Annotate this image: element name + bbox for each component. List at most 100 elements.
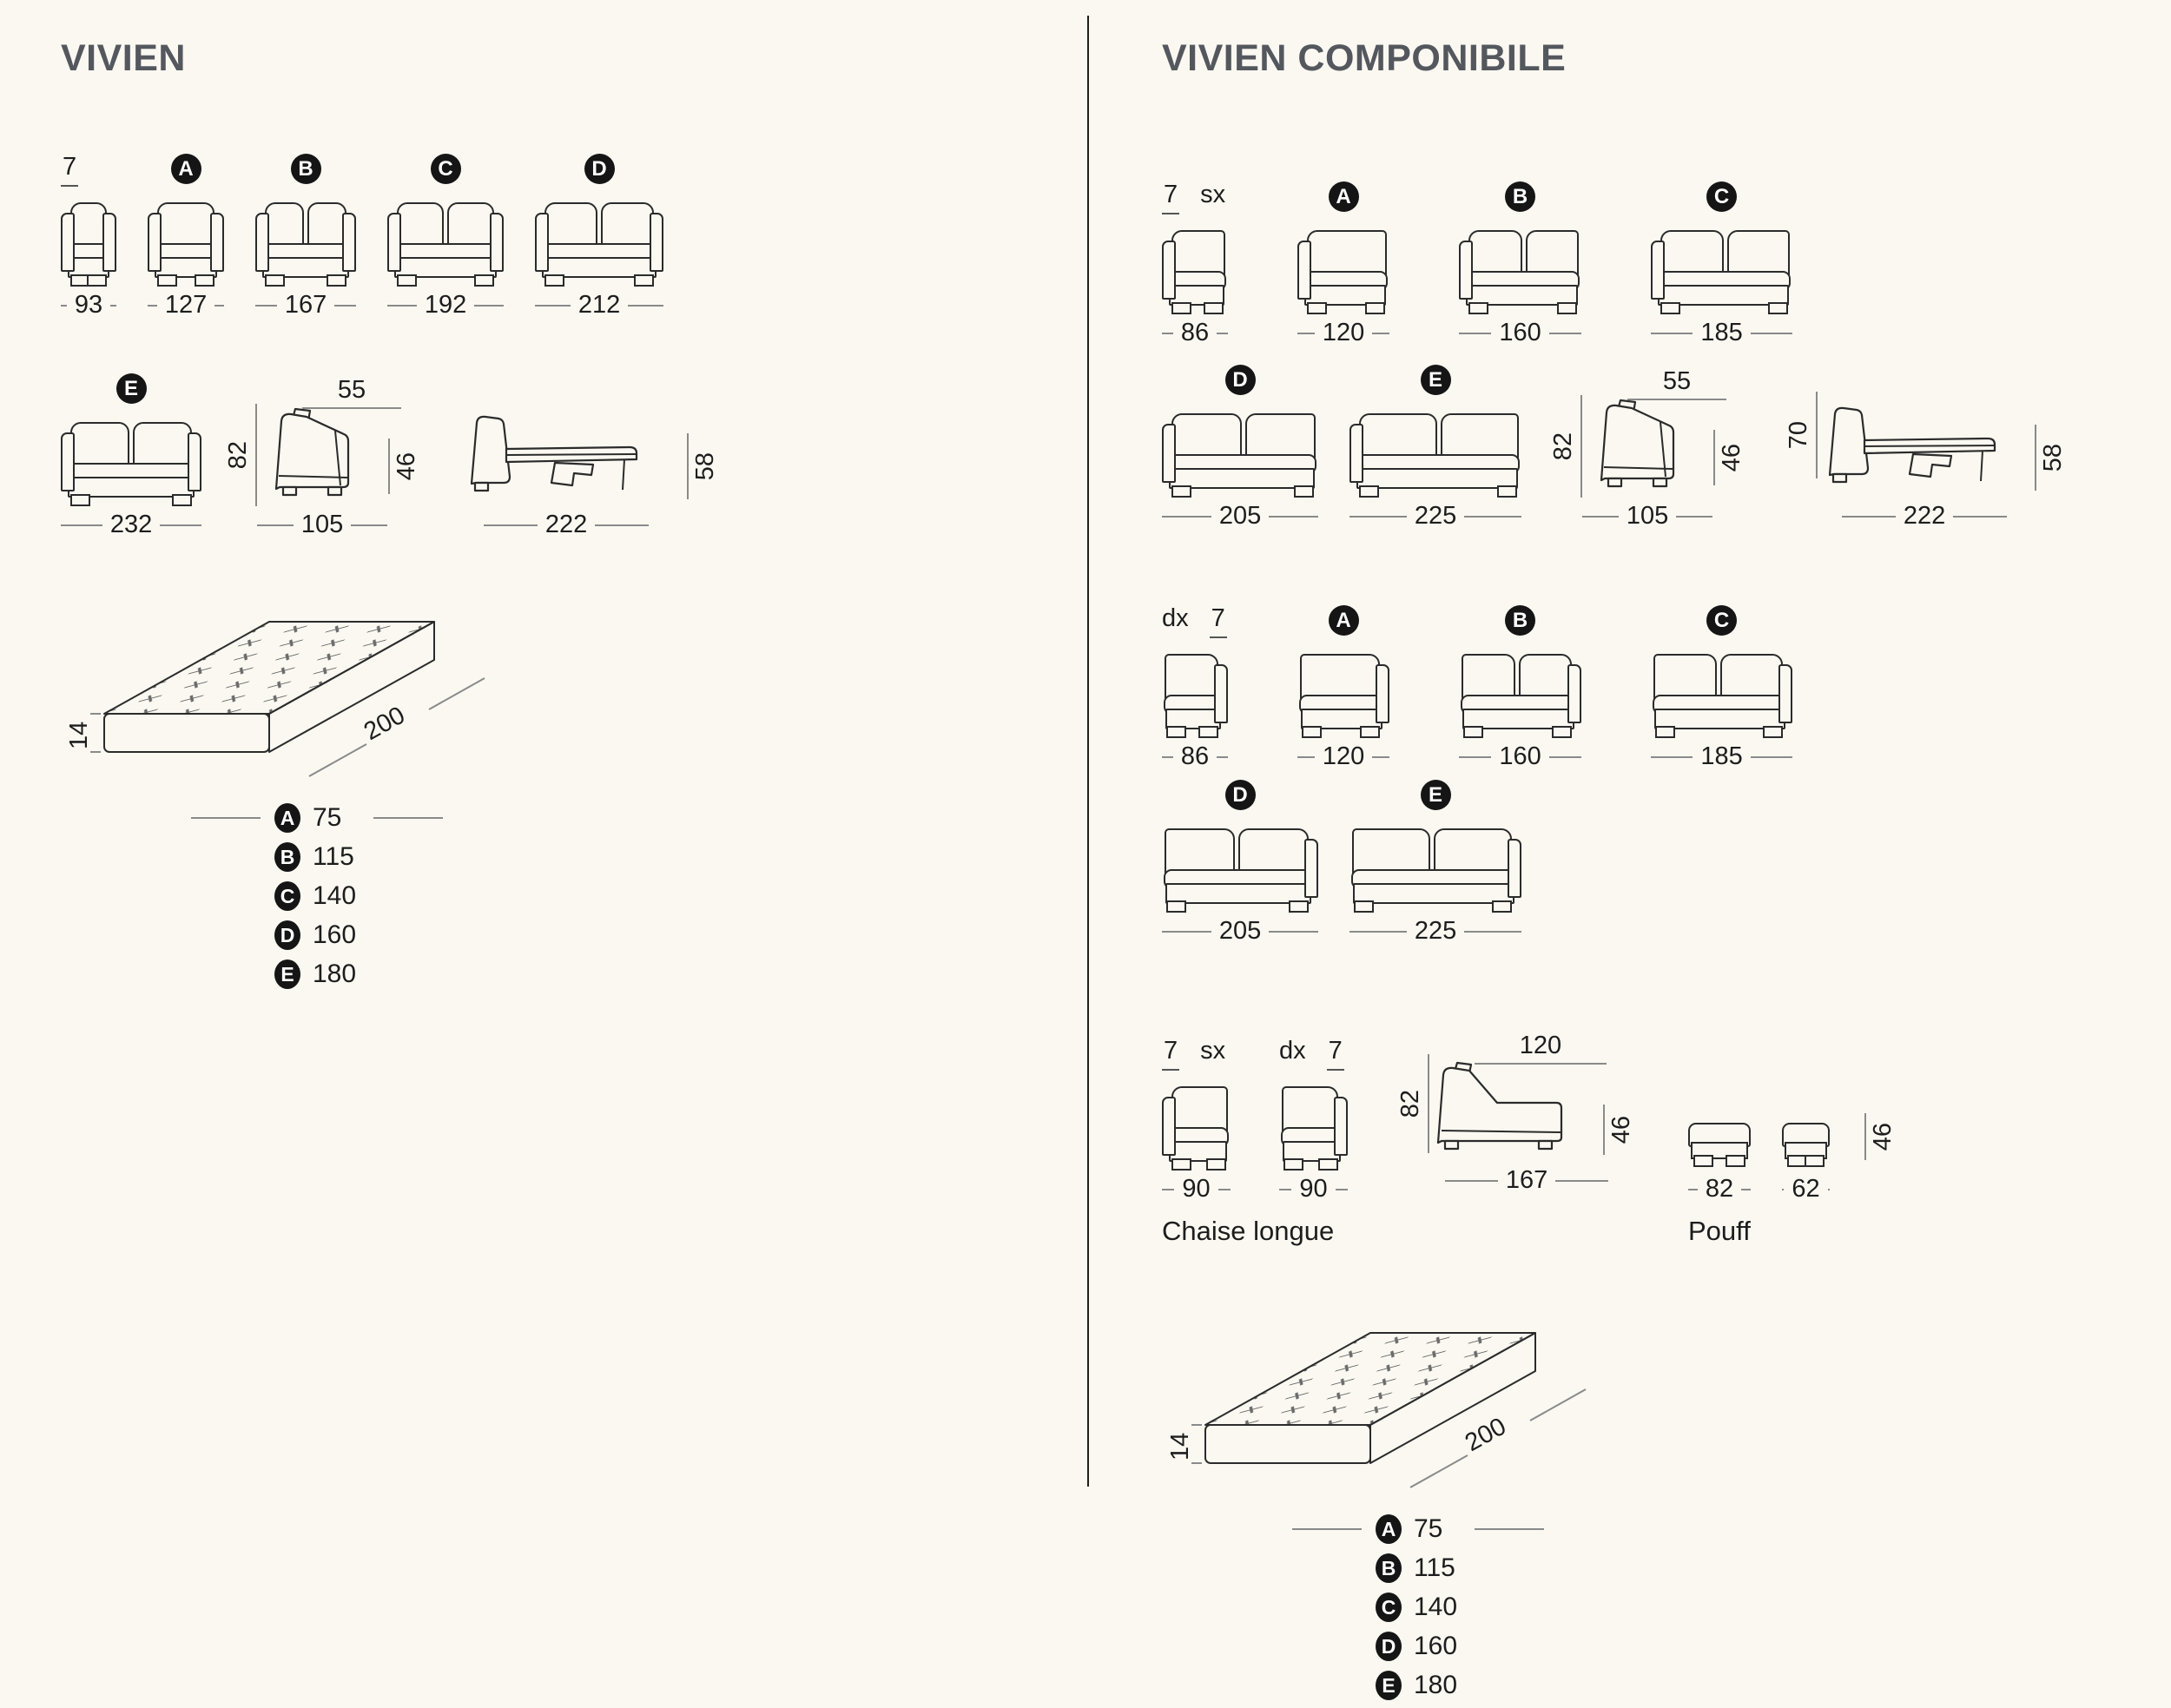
size-badge: D — [1224, 365, 1256, 396]
headrest-dimension: 55 — [302, 378, 401, 410]
side-view-open-bed: 58 222 — [458, 383, 719, 537]
dx-module-b: B 160 — [1459, 605, 1582, 769]
side-view-closed: 82 55 46 105 — [1549, 369, 1757, 529]
sofa-front-drawing — [61, 422, 201, 507]
module-front-drawing — [1162, 413, 1318, 498]
pouff-drawing — [1782, 1123, 1830, 1168]
seat-height-dimension: 46 — [388, 439, 420, 495]
width-dimension: 160 — [1459, 744, 1582, 769]
legend-row: E 180 — [1376, 1669, 1544, 1702]
sofa-front-drawing — [255, 202, 356, 287]
pouff-group: 82 62 46 Pouff — [1688, 1113, 1897, 1247]
size-badge: E — [1420, 365, 1451, 396]
size-badge: D — [584, 154, 615, 185]
sx-module-d: D 205 — [1162, 365, 1319, 529]
width-dimension: 185 — [1651, 320, 1793, 346]
size-badge: B — [290, 154, 321, 185]
sofa-size-e: E 232 — [61, 373, 202, 537]
legend-row: B 115 — [1376, 1552, 1544, 1585]
module-front-drawing — [1297, 230, 1389, 315]
width-dimension: 93 — [61, 293, 117, 318]
bed-depth-dimension: 222 — [484, 512, 650, 537]
size-badge: B — [1505, 605, 1535, 636]
sofa-size-c: C 192 — [387, 154, 505, 318]
sx-module-b: B 160 — [1459, 181, 1582, 346]
chaise-side-view-drawing — [1436, 1062, 1563, 1151]
width-dimension: 185 — [1651, 744, 1793, 769]
mattress-spec: 14 200 A 75 B 115 C 140 D 160 — [61, 579, 1064, 990]
legend-badge: C — [1376, 1593, 1402, 1623]
legend-row: A 75 — [191, 801, 443, 834]
armchair-93: 7 93 — [61, 153, 117, 318]
size-badge: B — [1505, 181, 1535, 213]
legend-value: 180 — [1414, 1671, 1458, 1700]
chaise-front-drawing — [1162, 1086, 1231, 1171]
back-height-dimension: 70 — [1785, 392, 1818, 479]
legend-badge: D — [1376, 1632, 1402, 1662]
legend-row: D 160 — [274, 919, 443, 952]
legend-badge: E — [274, 960, 300, 990]
module-front-drawing — [1162, 828, 1318, 913]
pouff-62: 62 — [1782, 1123, 1831, 1202]
size-badge: D — [1224, 780, 1256, 811]
width-dimension: 82 — [1688, 1177, 1752, 1202]
sx-module-row-2: D 205 E 225 82 55 — [1162, 365, 2169, 529]
legend-badge: B — [274, 842, 300, 873]
width-dimension: 127 — [148, 293, 225, 318]
dx-module-d: D 205 — [1162, 780, 1319, 944]
bed-height-dimension: 58 — [687, 433, 719, 500]
sx-module-a: A 120 — [1297, 181, 1390, 346]
height-dimension: 82 — [224, 404, 257, 507]
depth-dimension: 167 — [1445, 1168, 1609, 1193]
sofa-bed-open-drawing — [1828, 407, 1996, 484]
size-legend: A 75 B 115 C 140 D 160 E 180 — [1292, 1513, 1544, 1708]
seat-height-dimension: 46 — [1713, 430, 1745, 486]
sofa-front-drawing — [535, 202, 663, 287]
module-front-drawing — [1349, 413, 1521, 498]
headrest-dimension: 55 — [1627, 369, 1726, 401]
bed-height-dimension: 58 — [2035, 425, 2067, 491]
legend-row: E 180 — [274, 958, 443, 991]
arm-width-label: 7 — [61, 153, 79, 188]
sx-module-e: E 225 — [1349, 365, 1522, 529]
sofa-front-drawing — [148, 202, 224, 287]
legend-badge: A — [274, 803, 300, 834]
pouff-drawing — [1688, 1123, 1751, 1168]
size-badge: A — [1328, 181, 1359, 213]
size-badge: A — [1328, 605, 1359, 636]
depth-dimension: 105 — [257, 512, 388, 537]
size-badge: C — [430, 154, 461, 185]
size-badge: C — [1706, 181, 1737, 213]
module-front-drawing — [1459, 654, 1581, 739]
thickness-dimension: 14 — [1166, 1433, 1194, 1461]
width-dimension: 160 — [1459, 320, 1582, 346]
width-dimension: 90 — [1279, 1177, 1349, 1202]
legend-value: 115 — [313, 842, 354, 872]
length-dimension: 200 — [1461, 1413, 1511, 1457]
size-badge: A — [170, 154, 201, 185]
side-view-open-bed: 70 58 222 — [1785, 374, 2067, 529]
height-dimension: 82 — [1396, 1054, 1429, 1154]
legend-badge: C — [274, 881, 300, 912]
width-dimension: 86 — [1162, 320, 1229, 346]
legend-badge: D — [274, 920, 300, 951]
sofa-size-b: B 167 — [255, 154, 357, 318]
width-dimension: 205 — [1162, 504, 1319, 529]
legend-value: 180 — [313, 960, 357, 989]
width-dimension: 225 — [1349, 504, 1522, 529]
depth-dimension: 105 — [1582, 504, 1713, 529]
legend-row: A 75 — [1292, 1513, 1544, 1546]
size-badge: C — [1706, 605, 1737, 636]
mattress-drawing: 14 200 — [1166, 1332, 1587, 1489]
side-label: sx — [1200, 1037, 1226, 1065]
panel-title: VIVIEN COMPONIBILE — [1162, 37, 1567, 79]
height-dimension: 82 — [1549, 395, 1582, 498]
mattress-spec: 14 200 A 75 B 115 C 140 D 160 — [1162, 1290, 2169, 1701]
legend-row: D 160 — [1376, 1630, 1544, 1663]
